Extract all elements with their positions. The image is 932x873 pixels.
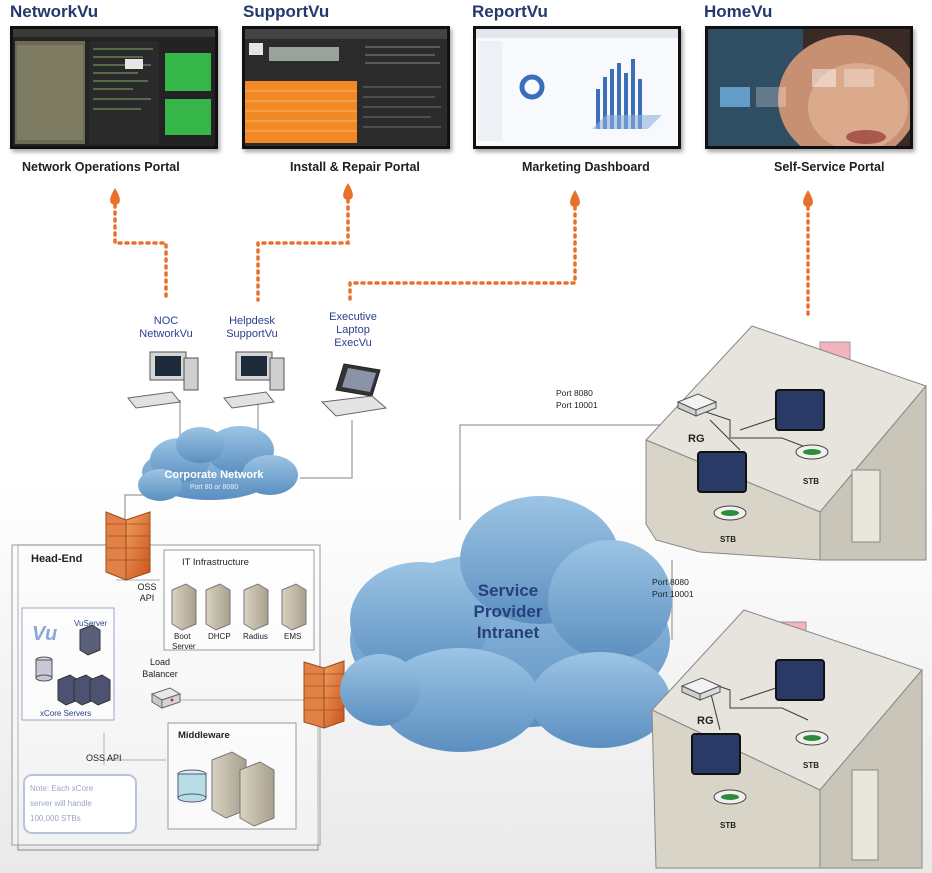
port-bottom-2: Port 10001: [652, 589, 694, 599]
executive-label-2: Laptop: [336, 324, 370, 336]
bottom-stb-1-icon: [795, 730, 829, 746]
port-top-1: Port 8080: [556, 388, 593, 398]
intranet-label-3: Intranet: [477, 623, 540, 642]
top-rg-label: RG: [688, 433, 705, 445]
supportvu-title: SupportVu: [243, 2, 330, 21]
vuserver-label: VuServer: [74, 619, 107, 628]
top-tv-1-icon: [775, 389, 825, 431]
bottom-stb-1-label: STB: [803, 761, 819, 770]
helpdesk-label-2: SupportVu: [226, 328, 278, 340]
install-repair-portal-label: Install & Repair Portal: [290, 160, 420, 174]
portal-connectors: [113, 198, 810, 320]
laptop-icon: [320, 363, 388, 417]
it-infrastructure-title: IT Infrastructure: [182, 557, 249, 568]
bottom-tv-1-icon: [775, 659, 825, 701]
bottom-rg-icon: [680, 677, 722, 701]
port-top-2: Port 10001: [556, 400, 598, 410]
reportvu-title: ReportVu: [472, 2, 548, 21]
top-stb-1-icon: [795, 444, 829, 460]
it-servers: [171, 583, 307, 631]
bottom-stb-2-label: STB: [720, 821, 736, 830]
port-bottom-1: Port 8080: [652, 577, 689, 587]
load-balancer-label-2: Balancer: [142, 669, 178, 679]
oss-api-bottom-label: OSS API: [86, 753, 122, 763]
network-operations-portal-label: Network Operations Portal: [22, 160, 180, 174]
connector-droplets: [110, 183, 813, 207]
top-stb-1-label: STB: [803, 477, 819, 486]
note-box: [23, 774, 137, 834]
note-line-2: server will handle: [30, 799, 92, 808]
networkvu-title: NetworkVu: [10, 2, 99, 21]
helpdesk-label-1: Helpdesk: [229, 315, 275, 327]
noc-computer-icon: [127, 351, 199, 409]
service-provider-intranet-cloud: [340, 496, 672, 752]
middleware-servers-icon: [177, 751, 275, 827]
homevu-title: HomeVu: [704, 2, 773, 21]
corporate-network-title: Corporate Network: [164, 469, 264, 481]
intranet-label-2: Provider: [474, 602, 543, 621]
radius-server-icon: [243, 583, 269, 631]
homevu-screenshot: [705, 26, 913, 149]
boot-server-label-2: Server: [172, 642, 196, 651]
xcore-servers-label: xCore Servers: [40, 709, 91, 718]
boot-server-icon: [171, 583, 197, 631]
intranet-firewall: [303, 660, 345, 729]
executive-label-1: Executive: [329, 311, 377, 323]
database-icon: [35, 656, 53, 682]
top-stb-2-icon: [713, 505, 747, 521]
boot-server-label-1: Boot: [174, 632, 191, 641]
top-stb-2-label: STB: [720, 535, 736, 544]
ems-label: EMS: [284, 632, 301, 641]
head-end-title: Head-End: [31, 553, 82, 565]
intranet-label-1: Service: [478, 581, 539, 600]
middleware-title: Middleware: [178, 730, 230, 741]
executive-label-3: ExecVu: [334, 337, 372, 349]
noc-label-1: NOC: [154, 315, 179, 327]
note-line-3: 100,000 STBs: [30, 814, 81, 823]
marketing-dashboard-label: Marketing Dashboard: [522, 160, 650, 174]
noc-label-2: NetworkVu: [139, 328, 192, 340]
load-balancer-icon: [150, 687, 182, 709]
load-balancer-label-1: Load: [150, 657, 170, 667]
bottom-rg-label: RG: [697, 715, 714, 727]
corporate-network-subtitle: Port 80 or 8080: [190, 484, 238, 491]
head-end-firewall: [105, 511, 151, 581]
corporate-network-cloud: [138, 426, 298, 501]
oss-api-top-1: OSS: [137, 582, 156, 592]
top-rg-icon: [676, 393, 718, 417]
note-line-1: Note: Each xCore: [30, 784, 94, 793]
oss-api-top-2: API: [140, 593, 155, 603]
reportvu-screenshot: [473, 26, 681, 149]
vuserver-icon: [79, 624, 101, 656]
helpdesk-computer-icon: [223, 351, 285, 409]
xcore-servers-icon: [57, 674, 111, 706]
radius-label: Radius: [243, 632, 268, 641]
supportvu-screenshot: [242, 26, 450, 149]
dhcp-server-icon: [205, 583, 231, 631]
dhcp-label: DHCP: [208, 632, 231, 641]
bottom-tv-2-icon: [691, 733, 741, 775]
self-service-portal-label: Self-Service Portal: [774, 160, 885, 174]
ems-server-icon: [281, 583, 307, 631]
networkvu-screenshot: [10, 26, 218, 149]
top-tv-2-icon: [697, 451, 747, 493]
bottom-stb-2-icon: [713, 789, 747, 805]
vu-logo: Vu: [32, 623, 57, 645]
